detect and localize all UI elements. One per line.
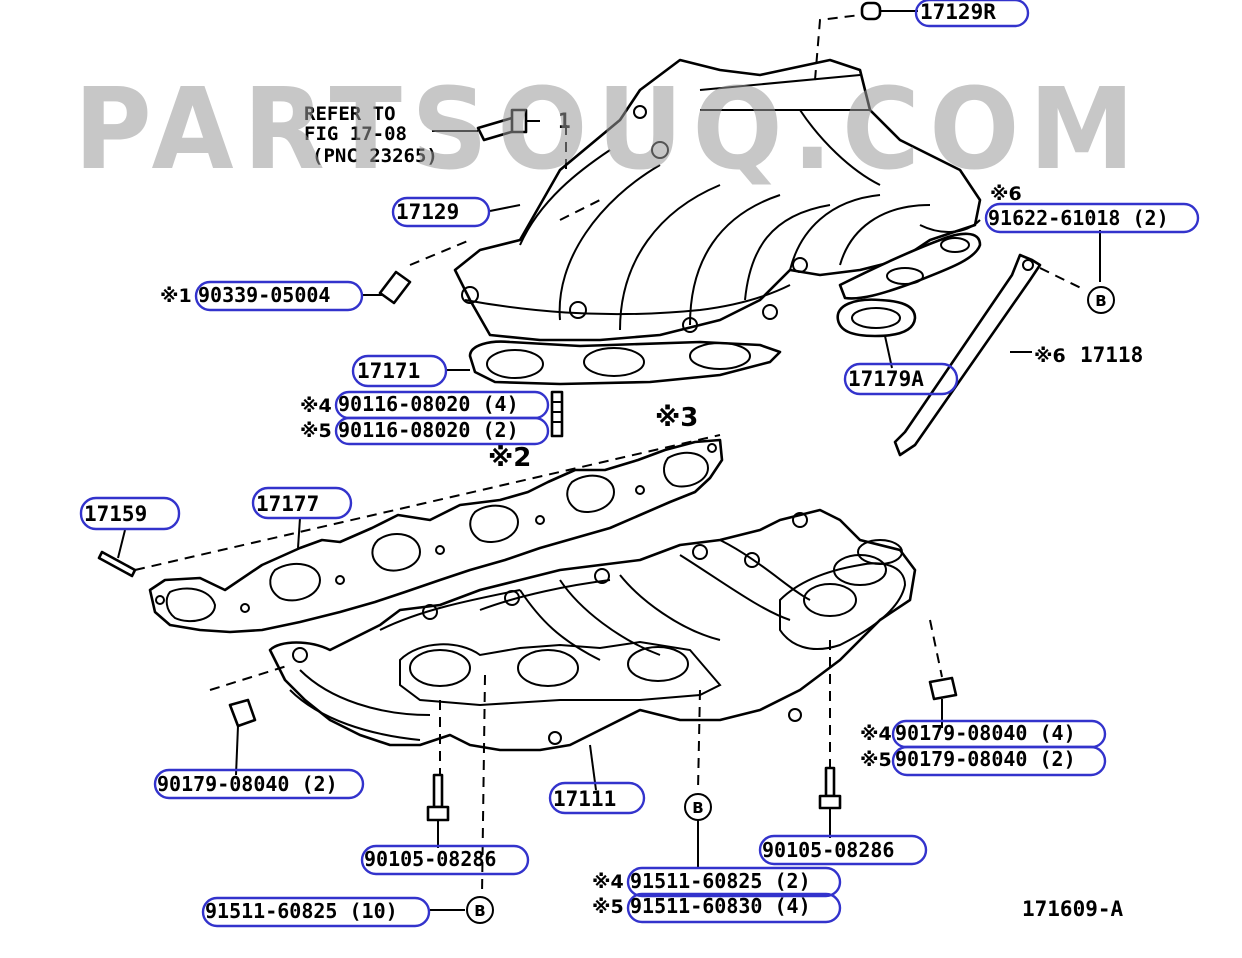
svg-text:※4: ※4 xyxy=(592,871,624,893)
nut-90179-08040-left xyxy=(209,664,291,776)
svg-text:90116-08020 (2): 90116-08020 (2) xyxy=(338,418,519,442)
svg-text:90339-05004: 90339-05004 xyxy=(198,283,330,307)
svg-text:90179-08040 (2): 90179-08040 (2) xyxy=(157,772,338,796)
svg-text:91511-60825 (2): 91511-60825 (2) xyxy=(630,869,811,893)
svg-text:※1: ※1 xyxy=(160,285,192,307)
hose-90339-05004 xyxy=(362,270,412,305)
svg-text:90105-08286: 90105-08286 xyxy=(364,847,496,871)
svg-text:90179-08040 (2): 90179-08040 (2) xyxy=(895,747,1076,771)
plug-17129R xyxy=(860,1,918,21)
callout-90116-08020-4[interactable]: ※4 90116-08020 (4) xyxy=(300,390,550,420)
svg-text:B: B xyxy=(1095,292,1106,310)
dash-lines-91511 xyxy=(430,674,701,911)
figure-id: 171609-A xyxy=(1022,897,1124,921)
svg-text:17129: 17129 xyxy=(396,200,459,224)
callout-17179A[interactable]: 17179A xyxy=(843,362,959,396)
marker-star3: ※3 xyxy=(655,403,698,433)
upper-intake-manifold xyxy=(409,14,982,342)
callout-91511-60825-10[interactable]: 91511-60825 (10) xyxy=(201,896,431,928)
stud-17159 xyxy=(97,529,137,578)
nut-90179-08040-right xyxy=(928,619,958,728)
callout-17177[interactable]: 17177 xyxy=(251,486,353,520)
callout-17159[interactable]: 17159 xyxy=(79,496,181,531)
refer-note-line2: FIG 17-08 xyxy=(304,123,407,145)
svg-text:B: B xyxy=(474,902,485,920)
svg-text:※6: ※6 xyxy=(990,183,1022,205)
callout-90105-08286-right[interactable]: 90105-08286 xyxy=(758,834,928,866)
refer-note: REFER TO FIG 17-08 (PNC 23265) 1 xyxy=(304,103,571,167)
ref-b-lower: B xyxy=(466,896,494,924)
sensor-part xyxy=(432,108,567,175)
svg-text:17129R: 17129R xyxy=(920,0,996,24)
callout-17118[interactable]: ※6 17118 xyxy=(1034,343,1143,367)
stay-17118 xyxy=(893,230,1101,457)
refer-note-line1: REFER TO xyxy=(304,103,396,125)
callout-17111[interactable]: 17111 xyxy=(548,781,646,815)
refer-note-line3: (PNC 23265) xyxy=(312,145,438,167)
leader-lines xyxy=(489,204,521,212)
gasket-17179A xyxy=(836,232,982,369)
bolt-90116-08020 xyxy=(550,390,564,438)
marker-star2: ※2 xyxy=(488,443,531,473)
ref-b-middle: B xyxy=(684,793,712,821)
svg-text:17159: 17159 xyxy=(84,502,147,526)
gasket-17177 xyxy=(134,434,724,634)
lower-intake-manifold xyxy=(268,508,917,791)
svg-text:※5: ※5 xyxy=(592,896,624,918)
callout-91622-61018[interactable]: ※6 91622-61018 (2) xyxy=(984,183,1200,234)
callout-17129R[interactable]: 17129R xyxy=(914,0,1030,28)
svg-text:17171: 17171 xyxy=(357,359,420,383)
callout-90179-08040-4[interactable]: ※4 90179-08040 (4) xyxy=(860,719,1107,749)
bolt-90105-08286-left xyxy=(426,700,450,848)
ref-b-upper: B xyxy=(1087,286,1115,314)
callout-90105-08286-left[interactable]: 90105-08286 xyxy=(360,844,530,876)
callout-17171[interactable]: 17171 xyxy=(351,354,448,388)
svg-text:17177: 17177 xyxy=(256,492,319,516)
callout-90179-08040-2-left[interactable]: 90179-08040 (2) xyxy=(153,768,365,800)
svg-text:※5: ※5 xyxy=(860,749,892,771)
svg-text:※4: ※4 xyxy=(300,395,332,417)
svg-text:91511-60830 (4): 91511-60830 (4) xyxy=(630,894,811,918)
callout-91511-60825-2[interactable]: ※4 91511-60825 (2) xyxy=(592,866,842,898)
svg-text:※4: ※4 xyxy=(860,723,892,745)
bolt-90105-08286-right xyxy=(818,640,842,838)
svg-text:※6: ※6 xyxy=(1034,345,1066,367)
svg-text:91511-60825 (10): 91511-60825 (10) xyxy=(205,899,398,923)
svg-text:17111: 17111 xyxy=(553,787,616,811)
svg-text:90179-08040 (4): 90179-08040 (4) xyxy=(895,721,1076,745)
svg-text:90116-08020 (4): 90116-08020 (4) xyxy=(338,392,519,416)
svg-text:91622-61018 (2): 91622-61018 (2) xyxy=(988,206,1169,230)
refer-note-callout: 1 xyxy=(558,109,571,133)
svg-text:※5: ※5 xyxy=(300,420,332,442)
svg-text:17118: 17118 xyxy=(1080,343,1143,367)
callout-90116-08020-2[interactable]: ※5 90116-08020 (2) xyxy=(300,416,550,446)
callout-90179-08040-2-right[interactable]: ※5 90179-08040 (2) xyxy=(860,745,1107,777)
callout-90339-05004[interactable]: ※1 90339-05004 xyxy=(160,280,364,312)
watermark: PARTSOUQ.COM xyxy=(74,65,1144,195)
gasket-17171 xyxy=(446,340,782,386)
callout-91511-60830-4[interactable]: ※5 91511-60830 (4) xyxy=(592,892,842,924)
callout-17129[interactable]: 17129 xyxy=(391,196,491,228)
svg-text:17179A: 17179A xyxy=(848,367,924,391)
svg-text:B: B xyxy=(692,799,703,817)
svg-text:90105-08286: 90105-08286 xyxy=(762,838,894,862)
